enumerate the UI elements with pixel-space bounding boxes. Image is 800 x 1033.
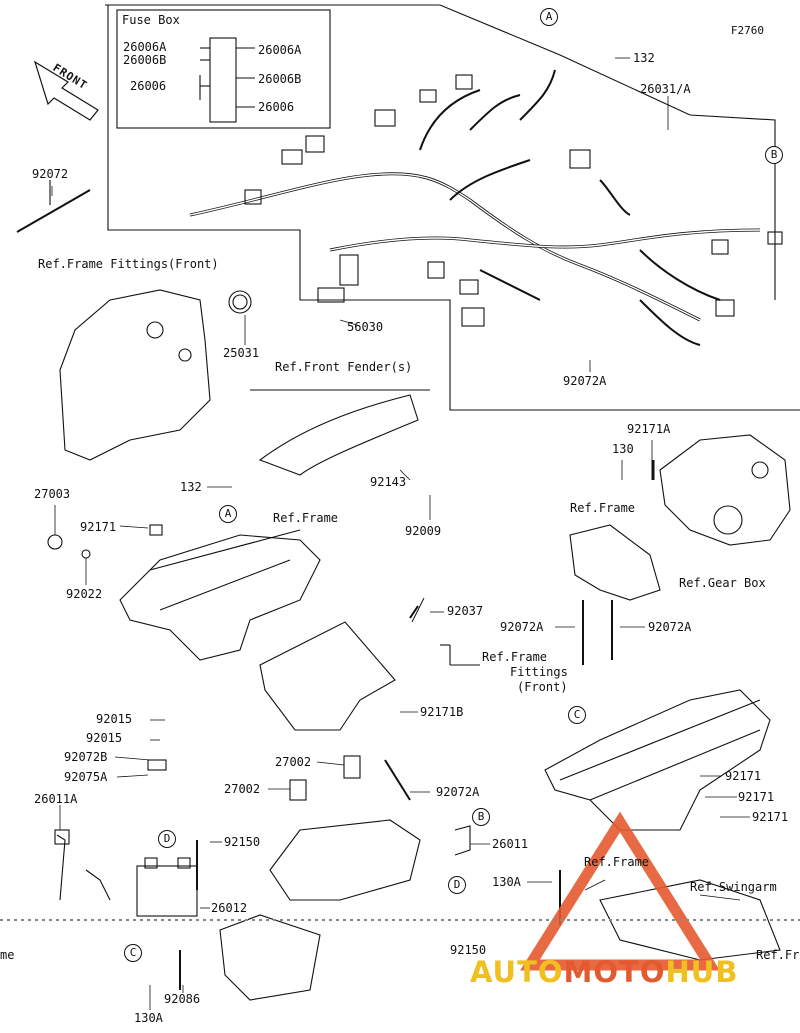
part-92171-rear-a: 92171 (725, 769, 762, 783)
fuse-box-frame (116, 9, 331, 129)
part-92009: 92009 (405, 524, 442, 538)
frame-front-section (119, 534, 321, 661)
part-56030: 56030 (347, 320, 384, 334)
part-27003: 27003 (34, 487, 71, 501)
ref-circle-b-top: B (765, 146, 783, 164)
part-130A-low: 130A (134, 1011, 163, 1025)
part-132-mid: 132 (180, 480, 202, 494)
fuse-label-26006B-right: 26006B (258, 72, 302, 86)
watermark-part-1: AUTO (470, 955, 564, 989)
ref-front-fenders: Ref.Front Fender(s) (275, 360, 413, 374)
ref-circle-a-top: A (540, 8, 558, 26)
ref-frame-fittings-2-line3: (Front) (517, 680, 568, 694)
harness-area-border (105, 4, 800, 411)
part-92150-low: 92150 (450, 943, 487, 957)
frame-fittings-plate (259, 621, 396, 731)
watermark-logo (520, 811, 720, 971)
ref-gear-box: Ref.Gear Box (679, 576, 766, 590)
part-92072A-top: 92072A (563, 374, 607, 388)
diagram-code: F2760 (730, 24, 764, 37)
part-92086: 92086 (164, 992, 201, 1006)
front-fender (258, 394, 419, 476)
part-25031: 25031 (223, 346, 260, 360)
part-26012: 26012 (211, 901, 248, 915)
part-26031: 26031/A (640, 82, 691, 96)
ref-circle-c-low: C (124, 944, 142, 962)
ref-frame-gearbox-area: Ref.Frame (570, 501, 636, 515)
battery-strap (147, 759, 167, 771)
part-92037: 92037 (447, 604, 484, 618)
fuse-box-block (209, 37, 237, 123)
ref-circle-a-mid: A (219, 505, 237, 523)
ref-frame-cut: Ref.Fr (756, 948, 800, 962)
ref-circle-b-low: B (472, 808, 490, 826)
part-92015-b: 92015 (86, 731, 123, 745)
part-92171B: 92171B (420, 705, 464, 719)
part-92072A-low: 92072A (436, 785, 480, 799)
part-92072A-right: 92072A (648, 620, 692, 634)
watermark-part-3: HUB (665, 955, 739, 989)
part-92171-mid: 92171 (80, 520, 117, 534)
fuse-label-26006-right: 26006 (258, 100, 295, 114)
wiring-harness-main (189, 172, 701, 322)
part-130: 130 (612, 442, 634, 456)
frame-rear-bracket (569, 524, 661, 601)
part-92171-rear-c: 92171 (752, 810, 789, 824)
harness-area-top (108, 4, 776, 300)
part-26011A: 26011A (34, 792, 78, 806)
ref-cut-me: me (0, 948, 15, 962)
battery-tray (269, 819, 421, 901)
ref-circle-c-mid: C (568, 706, 586, 724)
gear-box (659, 434, 791, 546)
ref-frame-mid: Ref.Frame (273, 511, 339, 525)
frame-rear-section (544, 689, 771, 831)
fuse-label-26006A-left: 26006A (123, 40, 167, 54)
front-arrow (33, 60, 99, 121)
part-92171-rear-b: 92171 (738, 790, 775, 804)
frame-fittings-front-panel (59, 289, 211, 461)
part-92171A: 92171A (627, 422, 671, 436)
part-27002-top: 27002 (275, 755, 312, 769)
part-92072: 92072 (32, 167, 69, 181)
part-92143: 92143 (370, 475, 407, 489)
ref-frame-fittings-2-line1: Ref.Frame (482, 650, 548, 664)
part-130A: 130A (492, 875, 521, 889)
fuse-box-title: Fuse Box (122, 13, 180, 27)
ref-frame-rear: Ref.Frame (584, 855, 650, 869)
part-92072B: 92072B (64, 750, 108, 764)
part-26011: 26011 (492, 837, 529, 851)
front-label: FRONT (50, 61, 90, 93)
ref-swingarm: Ref.Swingarm (690, 880, 777, 894)
ref-frame-fittings-front: Ref.Frame Fittings(Front) (38, 257, 219, 271)
watermark-part-2: MOTO (563, 955, 666, 989)
ref-frame-fittings-2-line2: Fittings (510, 665, 568, 679)
part-92022: 92022 (66, 587, 103, 601)
battery (136, 865, 198, 917)
watermark-text: AUTOMOTOHUB (470, 955, 738, 989)
ref-circle-d-low: D (448, 876, 466, 894)
part-27002-left: 27002 (224, 782, 261, 796)
fuse-label-26006-left: 26006 (130, 79, 167, 93)
part-92072A-left: 92072A (500, 620, 544, 634)
part-92150: 92150 (224, 835, 261, 849)
part-92015-a: 92015 (96, 712, 133, 726)
fuse-label-26006B-left: 26006B (123, 53, 167, 67)
ref-circle-d-battery: D (158, 830, 176, 848)
fuse-label-26006A-right: 26006A (258, 43, 302, 57)
part-132-top: 132 (633, 51, 655, 65)
part-92075A: 92075A (64, 770, 108, 784)
